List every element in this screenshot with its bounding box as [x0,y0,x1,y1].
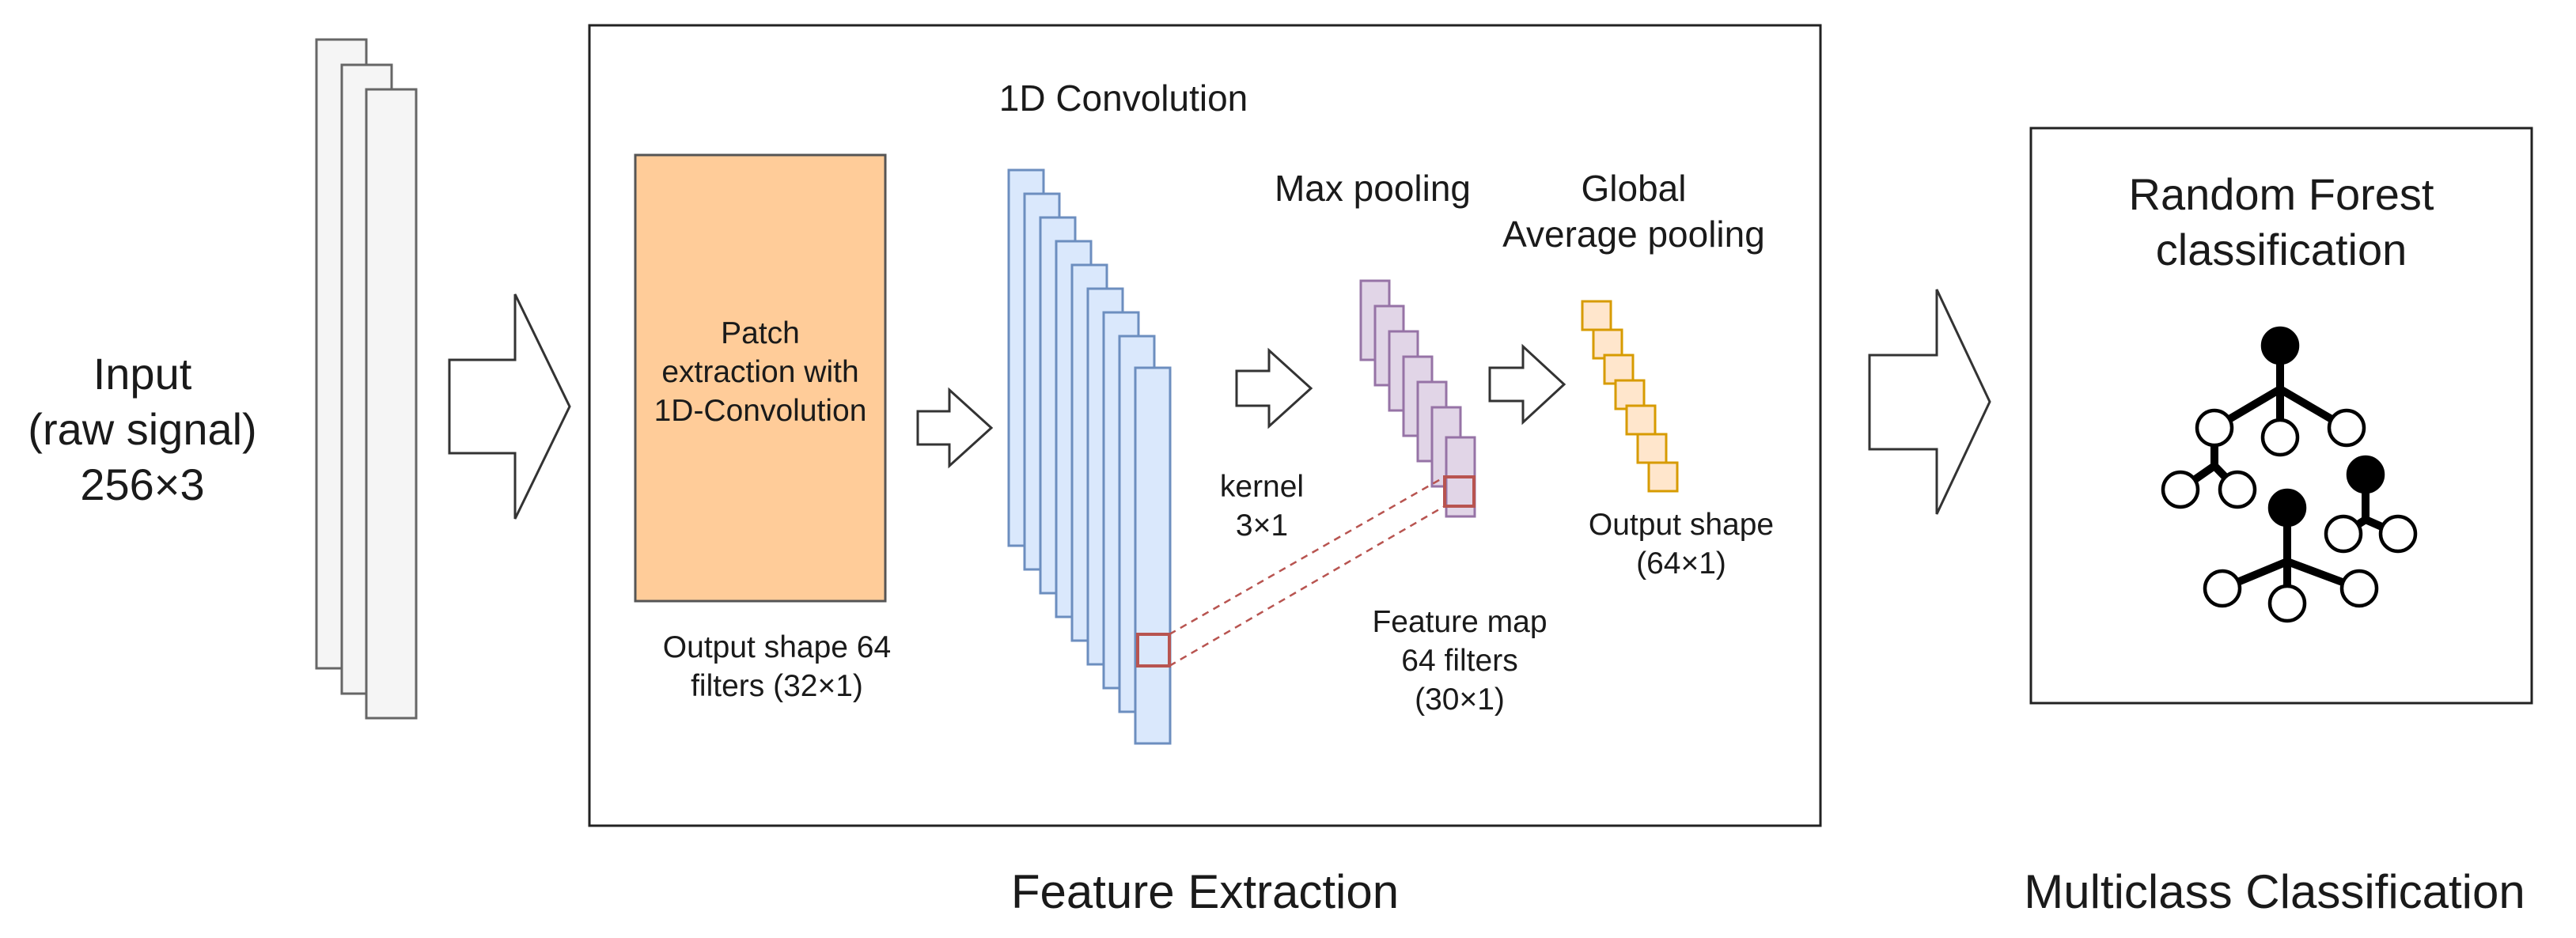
patch-box-label: Patch extraction with 1D-Convolution [635,315,885,430]
kernel-line1: kernel [1219,470,1305,504]
kernel-line2: 3×1 [1235,508,1289,543]
kernel-label: kernel 3×1 [1187,468,1337,546]
patch-output-line1: Output shape 64 [662,630,892,664]
input-label-line3: 256×3 [80,460,205,509]
gap-line2: Average pooling [1502,213,1765,255]
random-forest-title-line2: classification [2155,225,2407,274]
patch-box-line1: Patch [721,316,800,350]
max-pooling-maps [1359,279,1476,518]
gap-line1: Global [1581,168,1687,209]
random-forest-nodes [2161,326,2418,623]
input-label-line2: (raw signal) [28,404,257,454]
feature-map-line2: 64 filters [1401,643,1518,678]
gap-output-vector [1581,300,1679,493]
patch-output-label: Output shape 64 filters (32×1) [619,629,935,706]
gap-output-label: Output shape (64×1) [1551,506,1812,584]
kernel-window [1136,475,1476,668]
feature-extraction-caption: Feature Extraction [1010,865,1400,918]
arrow-pool-to-gap [1488,343,1566,426]
patch-extraction-box [634,153,887,603]
arrow-to-feature-extraction [448,293,571,520]
gap-label: Global Average pooling [1472,166,1796,257]
patch-output-line2: filters (32×1) [691,668,863,703]
feature-extraction-frame [588,24,1822,827]
gap-output-line1: Output shape [1588,508,1775,542]
conv-title: 1D Convolution [998,78,1248,119]
gap-output-line2: (64×1) [1636,546,1726,581]
classification-frame [2029,127,2533,705]
input-label: Input (raw signal) 256×3 [0,346,285,512]
input-signal-stack [315,38,418,720]
arrow-conv-to-pool [1235,347,1313,429]
random-forest-title-line1: Random Forest [2128,169,2434,219]
max-pooling-label: Max pooling [1274,168,1472,209]
patch-box-line3: 1D-Convolution [653,393,867,428]
arrow-patch-to-conv [916,387,994,469]
feature-map-label: Feature map 64 filters (30×1) [1321,603,1598,719]
arrow-to-classification [1868,289,1991,515]
feature-map-line1: Feature map [1372,605,1547,639]
random-forest-title: Random Forest classification [2031,167,2532,278]
multiclass-classification-caption: Multiclass Classification [2024,865,2525,918]
patch-box-line2: extraction with [661,354,859,389]
feature-map-line3: (30×1) [1415,682,1505,717]
conv-feature-maps [1007,168,1172,745]
input-label-line1: Input [93,349,192,399]
